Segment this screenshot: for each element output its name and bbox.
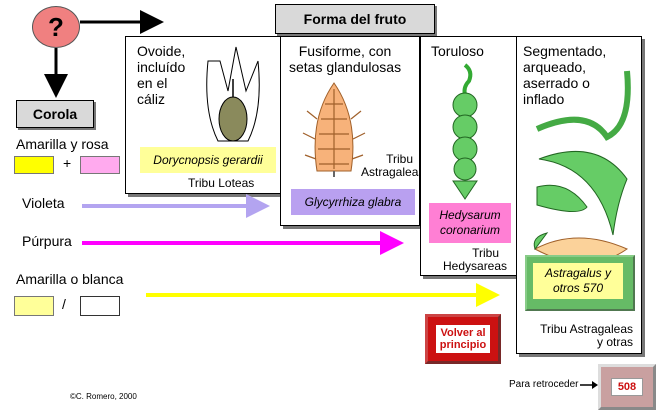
- species-hedysarum: Hedysarum coronarium: [429, 203, 511, 243]
- tribe-hedysareas: Tribu Hedysareas: [443, 246, 508, 273]
- panel-fusiforme-desc: Fusiforme, con setas glandulosas: [289, 43, 402, 75]
- question-mark: ?: [48, 11, 64, 42]
- label-purpura: Púrpura: [22, 233, 72, 249]
- panel-toruloso: Toruloso Hedysarum coronarium Tribu Hedy…: [420, 36, 518, 276]
- slash-sign: /: [62, 296, 66, 312]
- swatch-pink: [80, 156, 120, 174]
- label-amarilla-blanca: Amarilla o blanca: [16, 271, 124, 287]
- label-amarilla-rosa: Amarilla y rosa: [16, 136, 109, 152]
- panel-ovoide: Ovoide, incluído en el cáliz Dorycnopsis…: [125, 36, 282, 194]
- volver-principio-label: Volver al principio: [435, 325, 491, 353]
- fruit-shape-header: Forma del fruto: [275, 4, 435, 34]
- swatch-yellow-2: [14, 296, 54, 316]
- panel-toruloso-desc: Toruloso: [431, 43, 484, 59]
- tribe-loteas: Tribu Loteas: [188, 176, 255, 190]
- credit-text: ©C. Romero, 2000: [70, 392, 137, 401]
- torulose-fruit-illustration: [452, 63, 478, 200]
- species-astragalus: Astragalus y otros 570: [533, 263, 623, 299]
- panel-fusiforme: Fusiforme, con setas glandulosas Tribu A…: [280, 36, 425, 226]
- plus-sign: +: [63, 155, 72, 171]
- retroceder-arrow: [580, 381, 598, 389]
- species-dorycnopsis: Dorycnopsis gerardii: [140, 147, 276, 173]
- tribe-astragaleas: Tribu Astragaleas: [361, 152, 425, 179]
- swatch-white: [80, 296, 120, 316]
- species-astragalus-frame: Astragalus y otros 570: [525, 255, 635, 311]
- page-number: 508: [610, 378, 644, 396]
- corola-header: Corola: [16, 100, 94, 128]
- label-violeta: Violeta: [22, 195, 65, 211]
- retroceder-button[interactable]: 508: [598, 364, 656, 410]
- segmented-fruits-illustration: [533, 70, 631, 257]
- question-circle: ?: [32, 6, 80, 48]
- panel-ovoide-desc: Ovoide, incluído en el cáliz: [137, 43, 186, 107]
- volver-principio-button[interactable]: Volver al principio: [425, 314, 501, 364]
- spiny-fruit-illustration: [302, 82, 366, 177]
- panel-segmentado-desc: Segmentado, arqueado, aserrado o inflado: [523, 43, 607, 107]
- panel-segmentado: Segmentado, arqueado, aserrado o inflado…: [516, 36, 642, 354]
- retroceder-label: Para retroceder: [509, 379, 579, 390]
- tribe-astragaleas-otras: Tribu Astragaleas y otras: [540, 322, 633, 349]
- species-glycyrrhiza: Glycyrrhiza glabra: [291, 189, 415, 215]
- swatch-yellow: [14, 156, 54, 174]
- calyx-fruit-illustration: [206, 46, 260, 142]
